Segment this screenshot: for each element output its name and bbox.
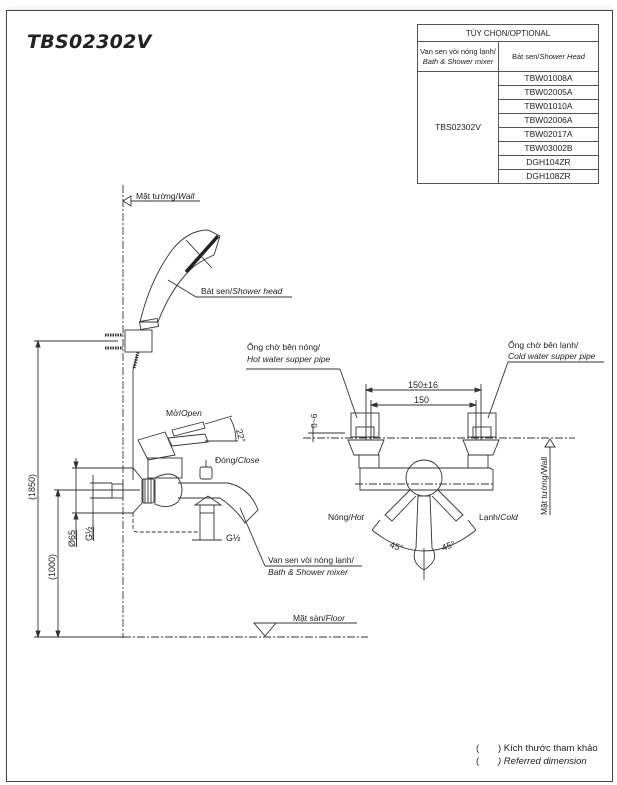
lever-cartridge bbox=[137, 421, 209, 479]
outlet-fitting bbox=[192, 495, 223, 541]
diverter-knob bbox=[199, 466, 213, 480]
dim-inlet-thread bbox=[90, 475, 112, 540]
mixer-body-front bbox=[359, 467, 494, 491]
drawing-frame bbox=[6, 10, 613, 782]
cold-label: Lạnh/Cold bbox=[479, 512, 518, 522]
floor-label: Mặt sàn/Floor bbox=[293, 613, 346, 623]
legend-row-en: ( ) Referred dimension bbox=[476, 755, 598, 768]
hex-nut bbox=[141, 478, 155, 504]
close-label: Đóng/Close bbox=[215, 455, 260, 465]
dim-150-label: 150 bbox=[414, 395, 429, 405]
cold-pipe-label-en: Cold water supper pipe bbox=[508, 351, 596, 361]
shower-handset bbox=[138, 229, 221, 331]
lever-hot-position bbox=[384, 489, 417, 522]
shower-head-header-en: Shower Head bbox=[539, 51, 585, 61]
dim-flange-label: Ø65 bbox=[67, 530, 77, 547]
lever-cold-position bbox=[431, 489, 464, 522]
wall-flange-side bbox=[111, 467, 144, 514]
dim-150-16 bbox=[364, 384, 483, 440]
dim-1000 bbox=[54, 488, 140, 639]
wall-label: Mặt tường/Wall bbox=[136, 191, 195, 201]
spout bbox=[178, 482, 259, 524]
mixer-label-en: Bath & Shower mixer bbox=[268, 567, 349, 577]
outlet-thread-label: G½ bbox=[226, 533, 241, 543]
dim-1000-label: (1000) bbox=[47, 554, 57, 580]
floor-marker bbox=[253, 622, 357, 637]
base-outline bbox=[132, 513, 198, 533]
open-label: Mở/Open bbox=[166, 408, 202, 418]
mixer-header-vi: Van sen vòi nóng lạnh/ bbox=[420, 46, 496, 56]
front-wall-label: Mặt tường/Wall bbox=[539, 457, 549, 515]
shower-head-header-vi: Bát sen/ bbox=[512, 51, 540, 61]
angle-left-label: 45° bbox=[388, 539, 405, 553]
shower-head-label: Bát sen/Shower head bbox=[201, 286, 283, 296]
shower-head-option: DGH108ZR bbox=[498, 169, 599, 184]
legend-paren: ( bbox=[476, 756, 480, 767]
legend-text-vi: ) Kích thước tham khảo bbox=[498, 743, 598, 754]
mixer-body-side bbox=[154, 473, 183, 507]
dim-inlet-thread-label: G½ bbox=[84, 526, 94, 541]
hot-pipe-label-en: Hot water supper pipe bbox=[247, 354, 330, 364]
cold-flange-front bbox=[462, 439, 500, 456]
legend-paren: ( bbox=[476, 743, 480, 754]
mixer-model-cell: TBS02302V bbox=[417, 71, 499, 184]
options-table: TÙY CHỌN/OPTIONAL Van sen vòi nóng lạnh/… bbox=[417, 24, 599, 184]
hot-pipe-label-vi: Ống chờ bên nóng/ bbox=[247, 341, 321, 352]
dim-150-16-label: 150±16 bbox=[408, 380, 438, 390]
rotation-arc bbox=[371, 529, 477, 552]
legend: ( ) Kích thước tham khảo ( ) Referred di… bbox=[476, 742, 598, 768]
cold-supply-pipe bbox=[467, 412, 497, 438]
dim-offset-label: 0~6 bbox=[309, 413, 319, 428]
hot-flange-front bbox=[347, 439, 385, 456]
mixer-label-vi: Van sen vòi nóng lạnh/ bbox=[268, 555, 354, 565]
shower-head-column-header: Bát sen/Shower Head bbox=[498, 41, 599, 72]
mixer-leader bbox=[239, 507, 266, 567]
wall-marker bbox=[122, 195, 200, 207]
shower-hose bbox=[132, 354, 138, 480]
cartridge-disk bbox=[405, 459, 443, 497]
mixer-column-header: Van sen vòi nóng lạnh/ Bath & Shower mix… bbox=[417, 41, 499, 72]
legend-row-vi: ( ) Kích thước tham khảo bbox=[476, 742, 598, 755]
legend-text-en: ) Referred dimension bbox=[498, 756, 587, 767]
model-title: TBS02302V bbox=[27, 31, 152, 53]
shower-head-leader bbox=[167, 279, 197, 298]
lever-angle-label: 22° bbox=[234, 428, 247, 444]
wall-bracket bbox=[100, 329, 153, 369]
dim-1850-label: (1850) bbox=[27, 474, 37, 500]
dim-150 bbox=[369, 400, 478, 440]
lever-angle-arc bbox=[229, 417, 237, 442]
hot-label: Nóng/Hot bbox=[328, 512, 365, 522]
angle-right-label: 45° bbox=[440, 539, 457, 553]
dim-flange bbox=[72, 458, 125, 540]
hot-supply-pipe bbox=[350, 412, 380, 438]
mixer-header-en: Bath & Shower mixer bbox=[422, 56, 494, 66]
cold-pipe-label-vi: Ống chờ bên lạnh/ bbox=[508, 339, 579, 350]
front-wall-marker bbox=[544, 438, 556, 515]
